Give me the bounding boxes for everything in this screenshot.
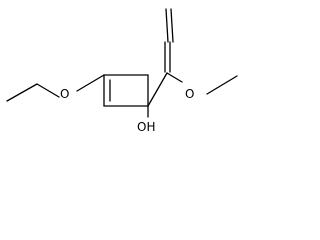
ether-oxygen-label: O bbox=[60, 87, 69, 101]
hydroxyl-label: OH bbox=[137, 120, 155, 134]
molecule-structure-diagram: O O OH bbox=[6, 8, 238, 134]
bond-c1-side-carbon bbox=[147, 72, 168, 107]
bond-allene-2b bbox=[170, 8, 174, 43]
bond-methoxy-o-ch3 bbox=[206, 75, 238, 95]
bond-ethyl-ch2-o bbox=[36, 83, 60, 98]
bond-side-carbon-o bbox=[166, 72, 183, 83]
bond-ethyl-ch3-ch2 bbox=[6, 83, 38, 102]
bond-allene-2a bbox=[165, 8, 169, 43]
bond-ether-o-ring bbox=[76, 74, 105, 92]
methoxy-oxygen-label: O bbox=[185, 87, 194, 101]
